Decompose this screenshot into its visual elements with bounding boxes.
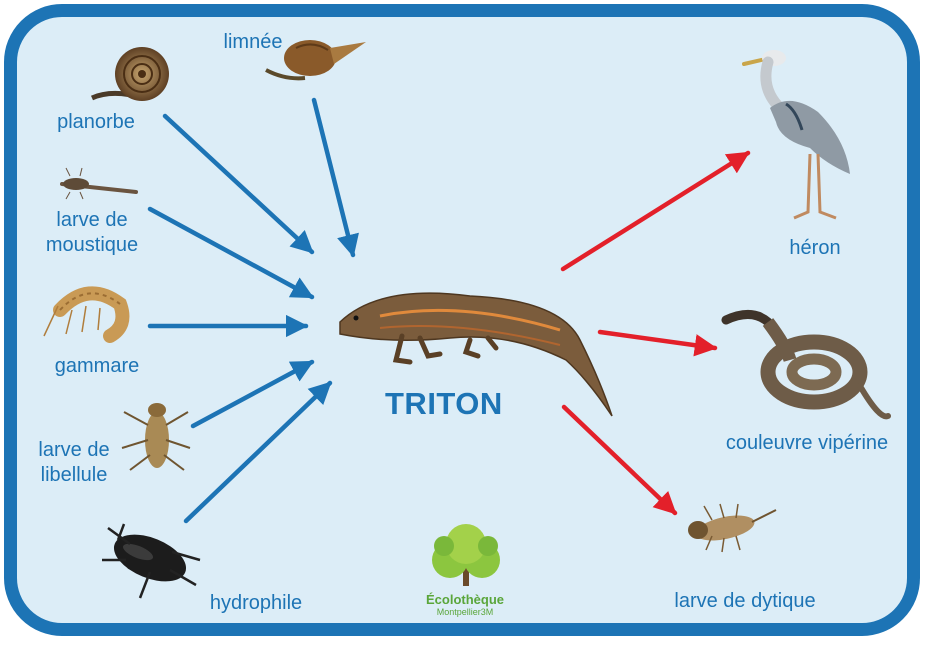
label-larve-moustique-line2: moustique [30,233,154,258]
label-hydrophile: hydrophile [196,591,316,616]
label-heron: héron [775,236,855,261]
label-couleuvre: couleuvre vipérine [707,431,907,456]
arrow-triton-dytique [564,407,675,513]
gammare-image [44,293,122,336]
label-larve-moustique: larve de moustique [30,208,154,258]
logo-tree-icon [432,524,500,586]
label-larve-libellule: larve de libellule [28,438,120,488]
arrow-limnee-triton [314,100,353,255]
label-gammare: gammare [42,354,152,379]
label-dytique: larve de dytique [655,589,835,614]
label-larve-moustique-line1: larve de [30,208,154,233]
logo-subtitle: Montpellier3M [410,607,520,617]
planorbe-image [92,47,169,101]
arrow-triton-couleuvre [600,332,715,348]
heron-image [744,50,850,218]
label-planorbe: planorbe [44,110,148,135]
logo-name: Écolothèque [410,592,520,607]
hydrophile-image [102,524,200,598]
couleuvre-image [726,314,888,416]
label-larve-libellule-line2: libellule [28,463,120,488]
label-limnee: limnée [201,30,305,55]
label-larve-libellule-line1: larve de [28,438,120,463]
arrow-hydrophile-triton [186,383,330,521]
arrow-triton-heron [563,153,748,269]
larve-libellule-image [122,403,190,470]
triton-title: TRITON [385,386,535,422]
larve-moustique-image [62,168,136,199]
arrow-larve-moustique-triton [150,209,312,297]
dytique-image [688,504,776,552]
